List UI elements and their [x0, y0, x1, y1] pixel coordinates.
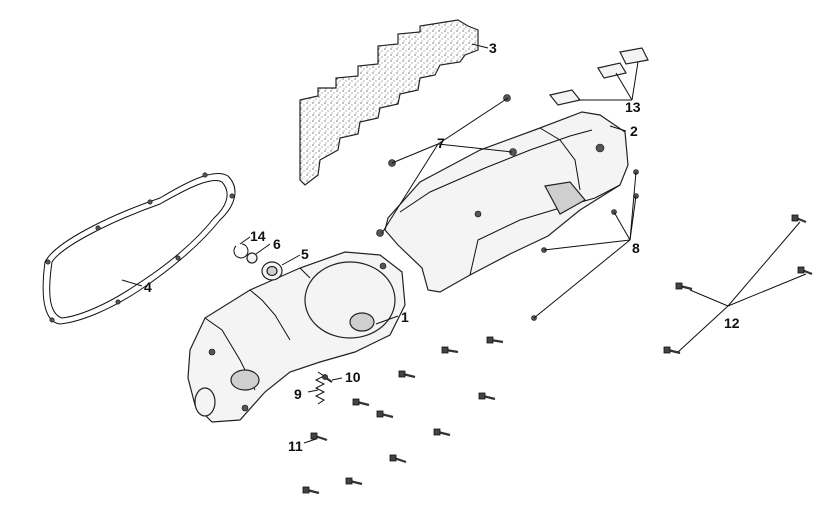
air-cleaner-housing-part: [376, 94, 629, 293]
callout-6: 6: [273, 236, 281, 252]
gasket-part: [42, 172, 236, 325]
pad-parts: [548, 47, 649, 106]
callout-14: 14: [250, 228, 266, 244]
circlip-part: [233, 243, 249, 259]
washer-part: [246, 252, 258, 264]
filter-element-part: [299, 19, 479, 186]
callout-2: 2: [630, 123, 638, 139]
callout-12: 12: [724, 315, 740, 331]
bearing-part: [261, 261, 283, 281]
callout-labels: 1 2 3 4 5 6 7 8 9 10 11 12 13 14: [144, 40, 740, 454]
callout-4: 4: [144, 279, 152, 295]
spring-part: [314, 371, 326, 405]
callout-3: 3: [489, 40, 497, 56]
crankcase-cover-part: [187, 251, 406, 423]
callout-9: 9: [294, 386, 302, 402]
callout-1: 1: [401, 309, 409, 325]
callout-13: 13: [625, 99, 641, 115]
callout-8: 8: [632, 240, 640, 256]
callout-5: 5: [301, 246, 309, 262]
bolt-parts: [302, 214, 813, 495]
pin-part: [322, 374, 333, 383]
callout-7: 7: [437, 135, 445, 151]
leader-lines: [121, 43, 807, 444]
callout-11: 11: [288, 438, 303, 454]
callout-10: 10: [345, 369, 361, 385]
